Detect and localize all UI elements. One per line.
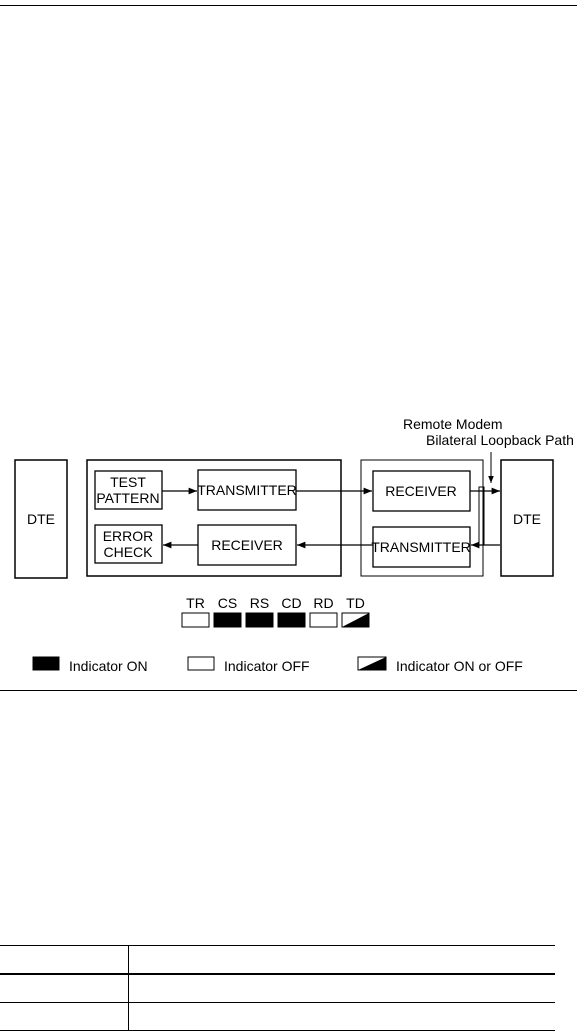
indicator-lamp-cs [213,612,242,628]
parameter-table [0,945,555,1031]
loopback-bracket [478,486,485,546]
indicator-label-tr: TR [186,595,205,611]
indicator-panel: TR CS RS CD RD TD [181,595,370,628]
indicator-label-rs: RS [250,595,269,611]
local-dte-label: DTE [27,511,55,527]
error-check-line1: ERROR [103,528,154,544]
table-row [0,974,555,1003]
remote-receiver-box [372,470,471,512]
error-check-box [94,524,163,564]
indicator-lamp-cd [277,612,306,628]
legend-off-swatch [187,656,215,671]
table-cell [0,974,129,1003]
local-dte-box [14,459,68,579]
indicator-lamp-fill-td [342,613,369,627]
indicator-label-cs: CS [218,595,237,611]
test-pattern-line2: PATTERN [96,490,159,506]
indicator-lamp-rd [309,612,338,628]
annotation-loopback-path: Bilateral Loopback Path [426,432,574,448]
annotation-remote-modem: Remote Modem [403,416,503,432]
remote-dte-label: DTE [513,511,541,527]
local-transmitter-label: TRANSMITTER [197,482,297,498]
top-rule [0,5,577,6]
test-pattern-line1: TEST [110,474,146,490]
remote-dte-box [500,459,554,577]
indicator-label-td: TD [346,595,365,611]
table-row [0,1002,555,1031]
indicator-lamp-rs [245,612,274,628]
local-receiver-box [197,524,297,566]
legend-either-label: Indicator ON or OFF [396,658,523,674]
table-header-row [0,945,555,975]
local-receiver-label: RECEIVER [211,537,283,553]
table-cell [128,945,555,975]
remote-transmitter-box [372,526,471,568]
indicator-lamp-tr [181,612,210,628]
legend-off-label: Indicator OFF [224,658,310,674]
legend-on-swatch [32,656,60,671]
table-cell [128,974,555,1003]
legend-on-label: Indicator ON [69,658,148,674]
bottom-rule [0,690,577,691]
error-check-line2: CHECK [103,544,153,560]
remote-transmitter-label: TRANSMITTER [371,539,471,555]
indicator-label-rd: RD [313,595,333,611]
legend-either-fill [358,657,386,670]
remote-receiver-label: RECEIVER [385,483,457,499]
indicator-label-cd: CD [281,595,301,611]
local-transmitter-box [197,469,297,511]
table-cell [0,1002,129,1031]
table-cell [0,945,129,975]
test-pattern-box [94,470,163,510]
table-cell [128,1002,555,1031]
